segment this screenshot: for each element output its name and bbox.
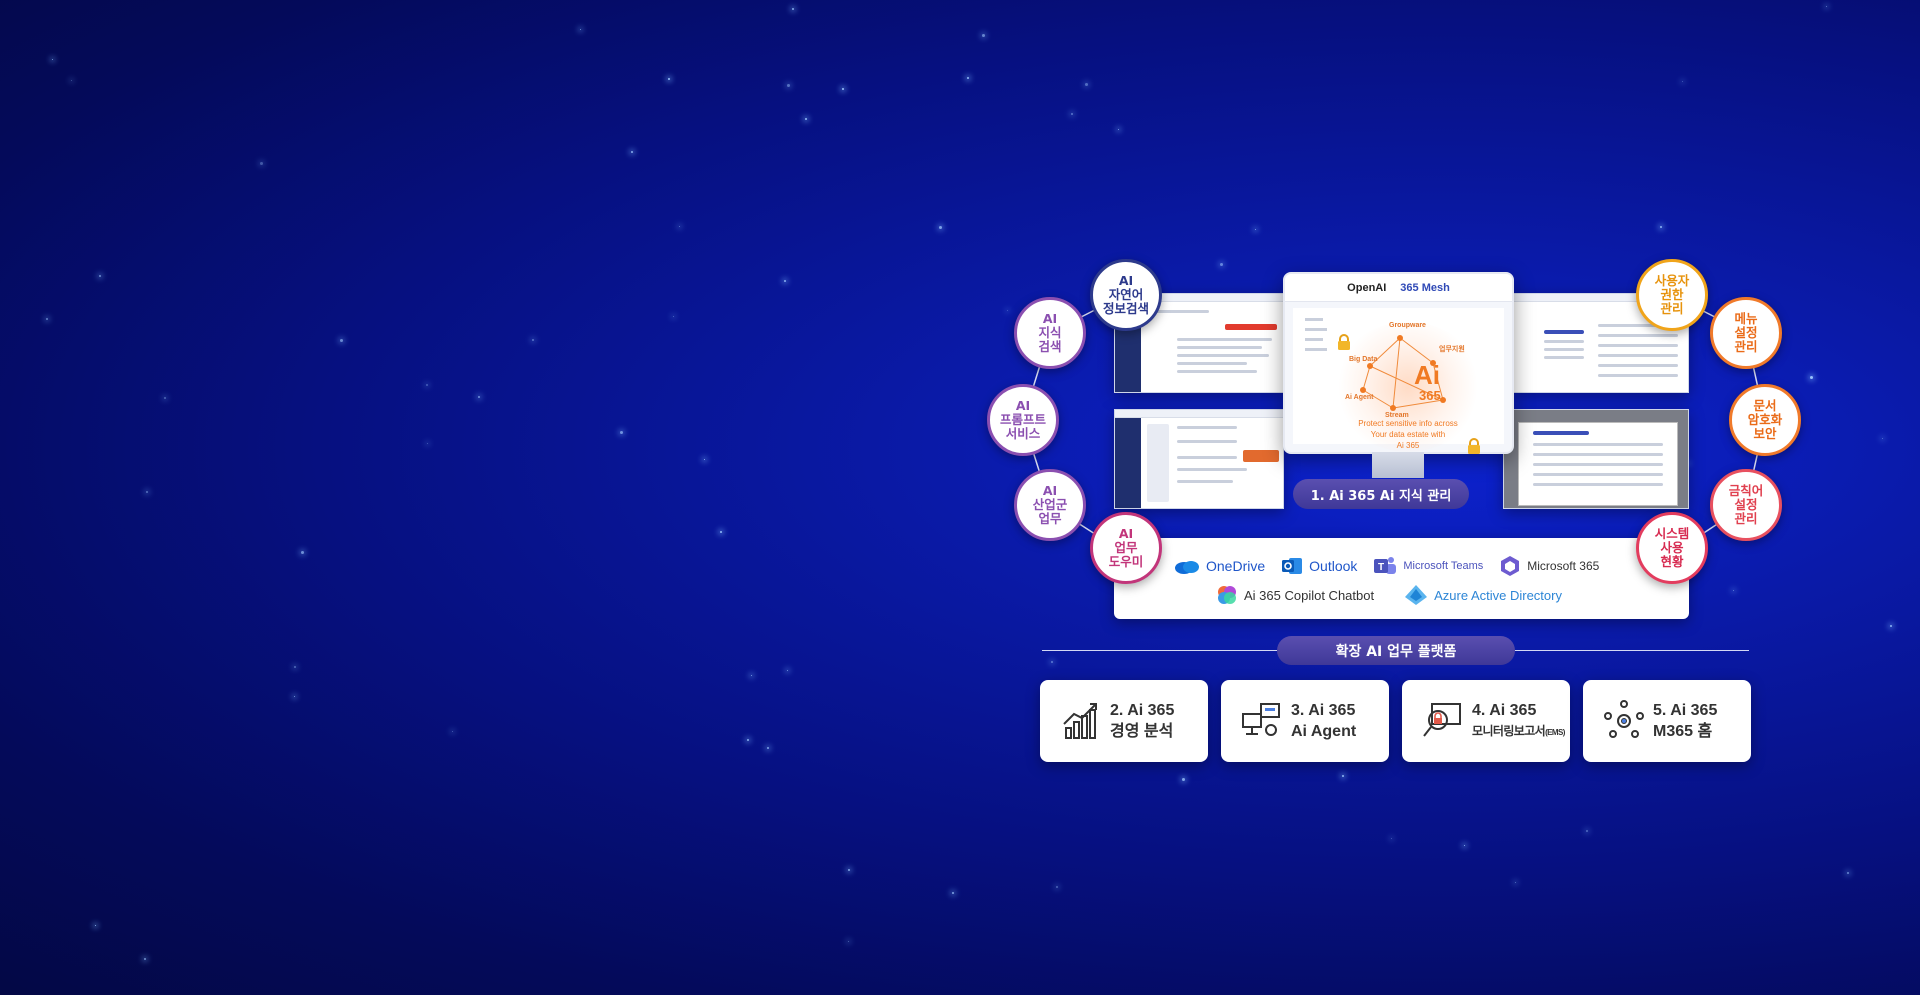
feature-circle-menu-settings[interactable]: 메뉴 설정 관리: [1710, 297, 1782, 369]
card-m365-home[interactable]: 5. Ai 365 M365 홈: [1583, 680, 1751, 762]
card-ai-agent[interactable]: 3. Ai 365 Ai Agent: [1221, 680, 1389, 762]
knowledge-network-icon: [1305, 318, 1446, 411]
screenshot-panel-bottom-right: [1503, 409, 1689, 509]
node-label: Groupware: [1389, 322, 1426, 329]
lock-icon: [1468, 438, 1480, 454]
node-label: Stream: [1385, 412, 1409, 419]
extension-platform-label: 확장 AI 업무 플랫폼: [1277, 636, 1515, 665]
teams-logo: T Microsoft Teams: [1373, 555, 1483, 577]
teams-icon: T: [1374, 557, 1397, 574]
feature-circle-forbidden-words[interactable]: 금칙어 설정 관리: [1710, 469, 1782, 541]
feature-circle-ai-prompt-service[interactable]: AI 프롬프트 서비스: [987, 384, 1059, 456]
feature-circle-ai-work-assistant[interactable]: AI 업무 도우미: [1090, 512, 1162, 584]
azure-ad-icon: [1405, 585, 1428, 605]
network-devices-icon: [1242, 703, 1280, 736]
outlook-logo: Outlook: [1281, 555, 1357, 577]
divider-line-left: [1042, 650, 1277, 651]
onedrive-logo: OneDrive: [1174, 558, 1265, 574]
feature-circle-document-encryption[interactable]: 문서 암호화 보안: [1729, 384, 1801, 456]
outlook-icon: [1282, 558, 1303, 574]
growth-chart-icon: [1063, 703, 1097, 739]
openai-logo: OpenAI: [1347, 281, 1387, 294]
m365-logo: Microsoft 365: [1499, 555, 1599, 577]
feature-circle-ai-knowledge-search[interactable]: AI 지식 검색: [1014, 297, 1086, 369]
monitor-tagline: Protect sensitive info across Your data …: [1358, 419, 1458, 450]
monitor-screen: Groupware Big Data Ai Agent Stream 업무지원 …: [1293, 308, 1504, 454]
feature-circle-ai-industry-work[interactable]: AI 산업군 업무: [1014, 469, 1086, 541]
feature-circle-user-permission[interactable]: 사용자 권한 관리: [1636, 259, 1708, 331]
mesh-logo: 365 Mesh: [1400, 281, 1450, 294]
ai365-monitor: OpenAI 365 Mesh: [1283, 272, 1514, 454]
node-label: 업무지원: [1439, 346, 1465, 353]
partner-logos: OpenAI 365 Mesh: [1285, 274, 1512, 302]
divider-line-right: [1515, 650, 1749, 651]
ai-logo-text: Ai: [1414, 360, 1440, 390]
integrations-panel: OneDrive Outlook T Microsoft Teams: [1114, 538, 1689, 619]
monitor-stand: [1372, 452, 1424, 478]
m365-icon: [1501, 556, 1520, 576]
copilot-logo: Ai 365 Copilot Chatbot: [1216, 584, 1374, 606]
lock-icon: [1338, 334, 1350, 350]
security-monitor-icon: [1423, 703, 1461, 737]
ai-knowledge-label: 1. Ai 365 Ai 지식 관리: [1293, 479, 1469, 509]
screenshot-panel-bottom-left: [1114, 409, 1284, 509]
copilot-icon: [1218, 586, 1236, 604]
node-label: Ai Agent: [1345, 394, 1374, 401]
card-monitoring-report[interactable]: 4. Ai 365 모니터링보고서(EMS): [1402, 680, 1570, 762]
feature-circle-system-usage[interactable]: 시스템 사용 현황: [1636, 512, 1708, 584]
ai-logo-number: 365: [1419, 388, 1441, 403]
onedrive-icon: [1175, 561, 1199, 574]
card-management-analysis[interactable]: 2. Ai 365 경영 분석: [1040, 680, 1208, 762]
svg-text:T: T: [1378, 562, 1384, 573]
team-gear-icon: [1604, 700, 1644, 738]
feature-circle-ai-nl-search[interactable]: AI 자연어 정보검색: [1090, 259, 1162, 331]
azure-ad-logo: Azure Active Directory: [1404, 584, 1562, 606]
node-label: Big Data: [1349, 356, 1378, 363]
